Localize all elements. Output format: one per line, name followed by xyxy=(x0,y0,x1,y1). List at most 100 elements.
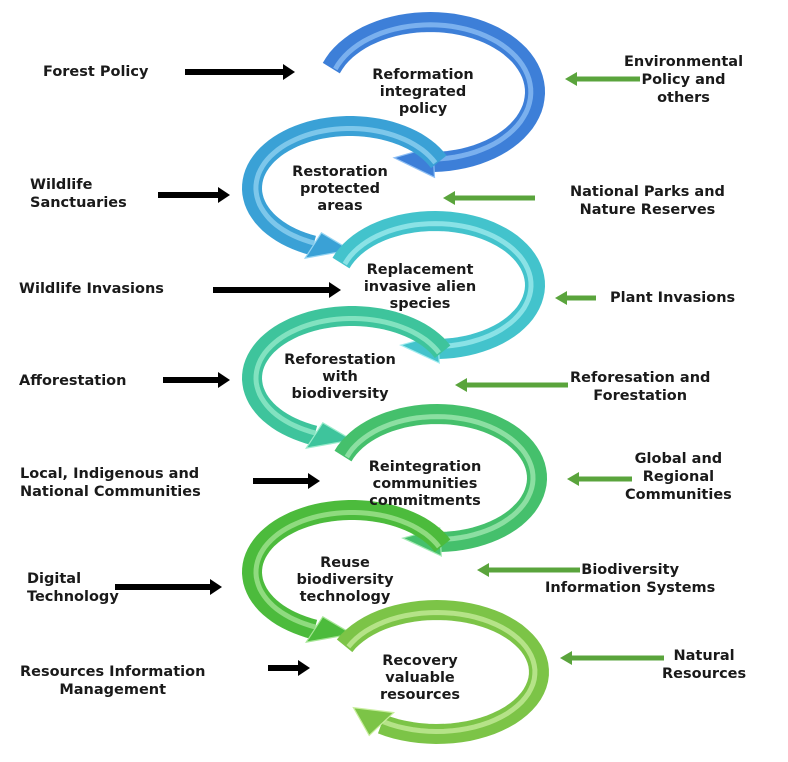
input-text: Afforestation xyxy=(19,373,127,389)
left-input-arrow xyxy=(115,579,222,595)
right-input-arrow xyxy=(560,651,664,665)
arrow-shaft xyxy=(253,478,310,484)
stage-label-replacement: Replacement invasive alien species xyxy=(350,262,490,313)
arrow-shaft xyxy=(268,665,300,671)
input-text: Sanctuaries xyxy=(30,195,127,211)
input-text: Resources Information xyxy=(20,664,206,680)
stage-text: integrated xyxy=(379,84,467,100)
stage-text: commitments xyxy=(369,493,481,509)
input-text: Policy and xyxy=(641,72,726,88)
stage-text: communities xyxy=(372,476,478,492)
right-input-arrow xyxy=(477,563,580,577)
arc-highlight xyxy=(253,316,441,436)
stage-text: with xyxy=(322,369,358,385)
input-text: Natural xyxy=(673,648,735,664)
right-input-arrow xyxy=(565,72,640,86)
input-text: National Communities xyxy=(20,484,201,500)
arrowhead xyxy=(443,191,455,205)
arc-body xyxy=(241,306,451,446)
right-input-natural-resources: Natural Resources xyxy=(662,647,746,683)
stage-text: species xyxy=(389,296,451,312)
stage-label-reformation: Reformation integrated policy xyxy=(358,67,488,118)
input-text: Local, Indigenous and xyxy=(20,466,200,482)
stage-text: Reforestation xyxy=(284,352,396,368)
right-input-arrow xyxy=(567,472,632,486)
left-input-resources-information-management: Resources Information Management xyxy=(20,663,205,699)
right-input-national-parks: National Parks and Nature Reserves xyxy=(570,183,725,219)
input-text: Communities xyxy=(625,487,732,503)
input-text: Wildlife xyxy=(30,177,93,193)
stage-text: biodiversity xyxy=(291,386,389,402)
arrowhead xyxy=(283,64,295,80)
arrow-shaft xyxy=(565,295,596,301)
stage-label-recovery: Recovery valuable resources xyxy=(360,653,480,704)
left-input-arrow xyxy=(158,187,230,203)
input-text: Digital xyxy=(27,571,82,587)
arrowhead xyxy=(477,563,489,577)
input-text: Resources xyxy=(662,666,747,682)
right-input-global-regional-communities: Global and Regional Communities xyxy=(625,450,732,504)
arrowhead xyxy=(560,651,572,665)
stage-text: Restoration xyxy=(292,164,388,180)
arc-highlight xyxy=(342,221,534,349)
stage-text: valuable xyxy=(385,670,455,686)
stage-text: technology xyxy=(299,589,391,605)
stage-arrow-recovery xyxy=(336,599,549,745)
arc-body xyxy=(332,210,546,359)
arrowhead xyxy=(565,72,577,86)
arrowhead xyxy=(305,421,354,449)
arrow-shaft xyxy=(577,476,632,482)
arc-highlight xyxy=(253,126,438,246)
arrow-shaft xyxy=(487,567,580,573)
arrow-shaft xyxy=(115,584,212,590)
stage-label-reforestation: Reforestation with biodiversity xyxy=(270,352,410,403)
arrowhead xyxy=(455,378,467,392)
left-input-arrows xyxy=(115,64,341,676)
input-text: Management xyxy=(59,682,167,698)
arc-body xyxy=(322,11,546,172)
arc-highlight xyxy=(344,414,536,542)
arrowhead xyxy=(555,291,567,305)
left-input-arrow xyxy=(213,282,341,298)
stage-text: resources xyxy=(379,687,461,703)
input-text: Reforesation and xyxy=(570,370,711,386)
arrow-shaft xyxy=(213,287,331,293)
left-input-wildlife-sanctuaries: Wildlife Sanctuaries xyxy=(30,176,127,212)
left-input-forest-policy: Forest Policy xyxy=(43,63,148,81)
left-input-wildlife-invasions: Wildlife Invasions xyxy=(19,280,164,298)
arrowhead xyxy=(567,472,579,486)
arrow-shaft xyxy=(570,655,664,661)
right-input-arrow xyxy=(455,378,568,392)
arc-body xyxy=(336,599,549,745)
input-text: Information Systems xyxy=(545,580,716,596)
arc-body xyxy=(241,500,451,640)
stage-text: Recovery xyxy=(382,653,458,669)
arrow-shaft xyxy=(575,76,640,82)
stage-arrows xyxy=(241,11,549,745)
arc-highlight xyxy=(346,609,538,735)
left-input-digital-technology: Digital Technology xyxy=(27,570,119,606)
stage-text: protected xyxy=(300,181,380,197)
arrowhead xyxy=(218,372,230,388)
left-input-local-communities: Local, Indigenous and National Communiti… xyxy=(20,465,201,501)
stage-arrow-replacement xyxy=(332,210,546,364)
right-input-arrow xyxy=(443,191,535,205)
arrow-shaft xyxy=(453,195,535,201)
arrow-shaft xyxy=(163,377,220,383)
left-input-arrow xyxy=(163,372,230,388)
arrowhead xyxy=(329,282,341,298)
input-text: Biodiversity xyxy=(581,562,680,578)
input-text: National Parks and xyxy=(570,184,725,200)
left-input-arrow xyxy=(185,64,295,80)
stage-text: invasive alien xyxy=(363,279,477,295)
right-input-biodiversity-information-systems: Biodiversity Information Systems xyxy=(545,561,715,597)
stage-arrow-reforestation xyxy=(241,306,451,449)
input-text: Technology xyxy=(27,589,119,605)
input-text: Plant Invasions xyxy=(610,290,736,306)
input-text: Forestation xyxy=(593,388,688,404)
left-input-arrow xyxy=(268,660,310,676)
arrowhead xyxy=(352,706,396,737)
stage-label-reintegration: Reintegration communities commitments xyxy=(355,459,495,510)
arc-body xyxy=(241,116,447,256)
